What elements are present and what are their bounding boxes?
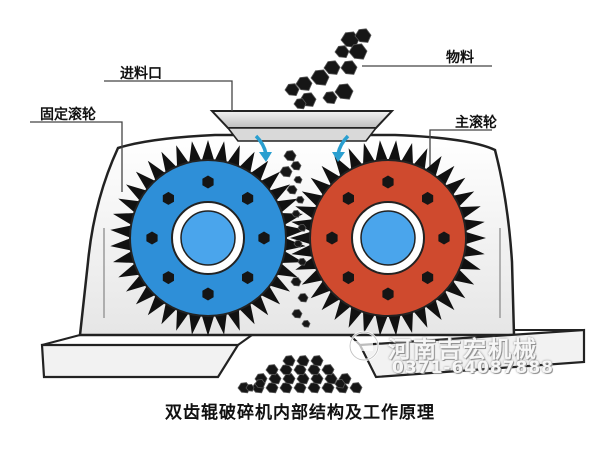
material-lump: [254, 379, 266, 389]
brand-logo: [348, 330, 380, 362]
flow-arrow-left: [254, 134, 272, 162]
material-lump: [282, 355, 296, 367]
material-lump: [279, 364, 293, 376]
material-lump: [293, 175, 303, 184]
roller-bolt: [422, 271, 434, 285]
roller-bolt: [242, 271, 254, 285]
material-lump: [334, 45, 350, 59]
watermark-company: 河南吉宏机械: [388, 337, 538, 363]
watermark-phone: 0371-64087888: [392, 358, 554, 378]
material-lump: [334, 83, 354, 100]
material-lump: [291, 309, 303, 319]
material-lump: [310, 69, 330, 86]
material-lump: [297, 293, 309, 303]
roller-bolt: [162, 271, 174, 285]
material-lump: [297, 257, 307, 266]
roller-bolt: [438, 231, 450, 245]
material-lump: [284, 83, 300, 97]
material-lump: [295, 76, 313, 91]
leader-line-fixed-roller: [30, 121, 123, 192]
material-lump: [349, 382, 363, 394]
roller-hub: [360, 210, 416, 266]
roller-bolt: [202, 175, 214, 189]
material-lump: [307, 364, 321, 376]
discharge-chute: [40, 343, 240, 379]
roller-bolt: [146, 231, 158, 245]
material-lump: [293, 382, 307, 394]
flow-arrow-right: [332, 134, 350, 162]
chute-edge: [41, 334, 81, 346]
material-lump: [348, 43, 368, 60]
material-lump: [340, 60, 358, 75]
material-lump: [283, 150, 297, 162]
roller-bolt: [242, 191, 254, 205]
material-lump: [293, 364, 307, 376]
roller-bolt: [342, 191, 354, 205]
label-main-roller: 主滚轮: [455, 115, 497, 131]
main-roller: [290, 140, 486, 336]
roller-hub: [180, 210, 236, 266]
roller-bolt: [258, 231, 270, 245]
feed-hopper-throat: [226, 127, 378, 142]
material-lump: [310, 355, 324, 367]
material-lump: [295, 195, 305, 204]
material-lump: [322, 91, 338, 105]
material-lump: [293, 98, 307, 110]
material-lump: [293, 239, 303, 248]
label-fixed-roller: 固定滚轮: [40, 107, 96, 123]
material-lumps: [237, 28, 372, 394]
material-lump: [321, 382, 335, 394]
label-material: 物料: [446, 50, 474, 66]
material-lump: [301, 319, 311, 328]
material-lump: [265, 382, 279, 394]
roller-bolt: [342, 271, 354, 285]
material-lump: [334, 379, 346, 389]
material-lump: [323, 60, 341, 75]
roller-bolt: [326, 231, 338, 245]
discharge-chute-right: [358, 328, 586, 379]
material-lump: [279, 166, 293, 178]
roller-bolt: [162, 191, 174, 205]
material-lump: [321, 364, 335, 376]
feed-hopper: [209, 110, 395, 129]
material-lump: [297, 223, 307, 232]
material-lump: [265, 364, 279, 376]
diagram-caption: 双齿辊破碎机内部结构及工作原理: [165, 403, 435, 423]
material-lump: [286, 185, 298, 195]
label-feed-inlet: 进料口: [120, 66, 162, 82]
roller-bolt: [382, 175, 394, 189]
leader-line-feed-inlet: [104, 80, 233, 111]
material-lump: [296, 355, 310, 367]
roller-bolt: [382, 287, 394, 301]
material-lump: [290, 161, 302, 171]
roller-bolt: [422, 191, 434, 205]
material-lump: [291, 209, 301, 218]
roller-bolt: [202, 287, 214, 301]
fixed-roller: [110, 140, 306, 336]
material-lump: [354, 28, 372, 43]
chute-edge: [237, 334, 253, 346]
material-lump: [279, 382, 293, 394]
material-lump: [307, 382, 321, 394]
material-lump: [290, 277, 302, 287]
material-lump: [245, 383, 255, 392]
